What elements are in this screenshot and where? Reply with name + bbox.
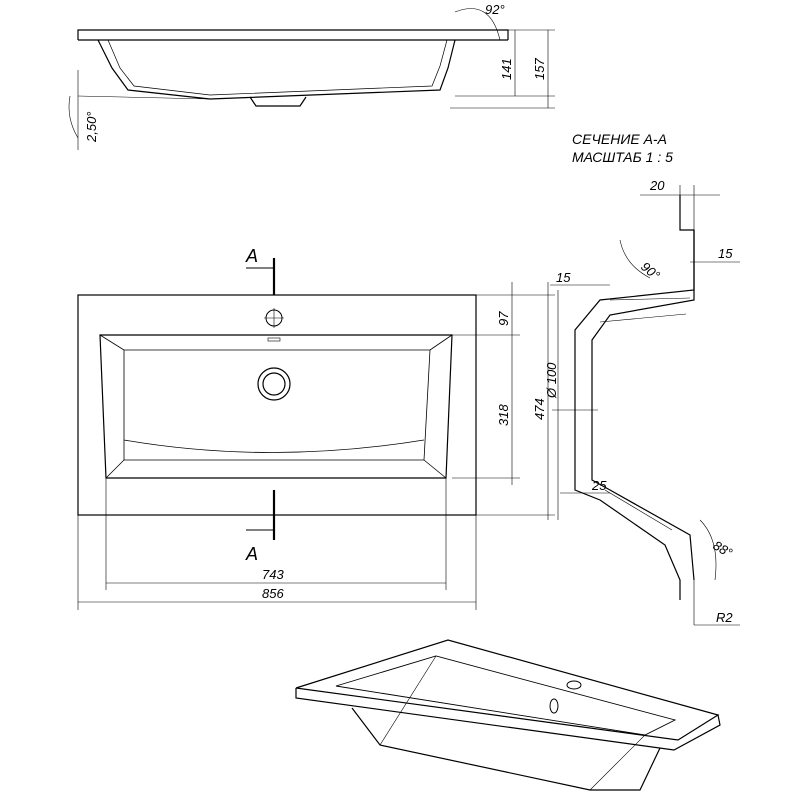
dim-25-label: 25 <box>591 478 607 493</box>
dim-856-label: 856 <box>262 586 284 601</box>
iso-view <box>295 639 721 791</box>
angle-88-label: 88° <box>711 538 736 561</box>
diameter-100-label: Ø 100 <box>544 362 559 399</box>
section-mark-bottom: A <box>245 544 258 564</box>
angle-92-label: 92° <box>485 2 505 17</box>
dim-97-label: 97 <box>496 311 511 326</box>
dim-474-label: 474 <box>532 398 547 420</box>
section-title: СЕЧЕНИЕ А-А <box>572 131 667 147</box>
dim-15-left-label: 15 <box>556 270 571 285</box>
dim-318-label: 318 <box>496 404 511 426</box>
side-view <box>68 8 555 150</box>
top-view <box>77 258 555 610</box>
dim-157-label: 157 <box>532 58 547 80</box>
dim-20-label: 20 <box>649 178 665 193</box>
dim-743-label: 743 <box>262 567 284 582</box>
angle-90-label: 90° <box>638 259 663 283</box>
scale-label: МАСШТАБ 1 : 5 <box>572 149 673 165</box>
angle-250-label: 2,50° <box>84 111 99 143</box>
dim-15-right-label: 15 <box>718 246 733 261</box>
section-mark-top: A <box>245 246 258 266</box>
section-view <box>550 185 740 626</box>
dim-141-label: 141 <box>499 58 514 80</box>
radius-r2-label: R2 <box>716 610 733 625</box>
